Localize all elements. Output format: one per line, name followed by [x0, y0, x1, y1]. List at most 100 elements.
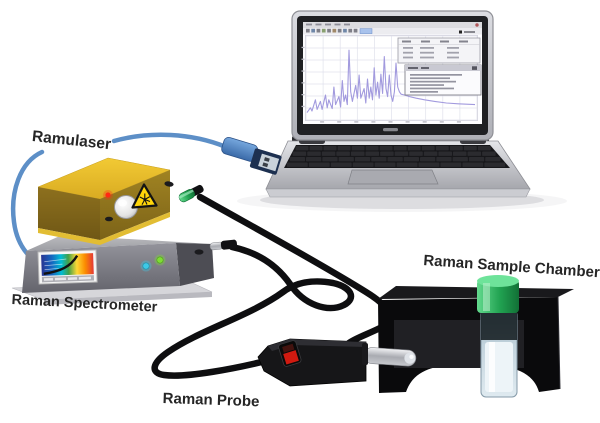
x-tick-label-bar	[320, 121, 325, 123]
key	[308, 162, 330, 167]
spectrum-trace	[306, 49, 476, 113]
overlay-panel-list[interactable]	[404, 64, 482, 96]
laser-warning-icon	[131, 183, 158, 209]
laser-fiber-port	[164, 181, 174, 187]
key	[468, 157, 485, 162]
key	[440, 162, 462, 167]
panel-close-icon[interactable]	[472, 66, 477, 70]
key	[309, 146, 323, 151]
panel-cell-bar	[403, 51, 413, 54]
legend-marker-icon	[459, 30, 462, 34]
trackpad[interactable]	[347, 169, 439, 185]
key	[418, 162, 440, 167]
toolbar-icon	[321, 28, 326, 33]
key	[435, 146, 449, 151]
x-tick-label-bar	[439, 121, 444, 123]
laptop	[237, 10, 567, 212]
key	[338, 157, 354, 162]
key	[421, 146, 435, 151]
key	[485, 157, 501, 162]
key	[371, 157, 387, 162]
key	[452, 157, 468, 162]
key	[321, 151, 336, 156]
key	[467, 151, 482, 156]
key	[380, 151, 394, 156]
fiber-cable-laser	[196, 193, 393, 347]
legend-text-bar	[464, 31, 475, 33]
panel-line-bar	[410, 84, 444, 86]
window-close-icon[interactable]	[475, 23, 479, 27]
toolbar-icon	[353, 28, 358, 33]
x-tick-label-bar	[456, 121, 461, 123]
x-tick-label-bar	[371, 121, 376, 123]
menu-item-bar	[306, 23, 312, 26]
key	[351, 146, 365, 151]
usb-metal-contact	[258, 153, 280, 172]
probe-tip-collar	[362, 343, 368, 365]
key	[307, 151, 321, 156]
key	[337, 146, 351, 151]
window-menu-items[interactable]	[306, 23, 350, 26]
toolbar-active-button[interactable]	[359, 28, 373, 34]
key	[379, 146, 393, 151]
label-raman-probe: Raman Probe	[162, 390, 260, 411]
chart-axis-ticks	[301, 46, 461, 123]
usb-pin-slot	[262, 162, 269, 168]
key	[436, 157, 452, 162]
laser-aux-port	[105, 216, 113, 222]
key	[449, 146, 463, 151]
y-tick-label-bar	[301, 70, 305, 72]
menu-item-bar	[325, 23, 331, 26]
spectrometer-right-face	[176, 243, 214, 286]
x-tick-label-bar	[405, 121, 410, 123]
key	[423, 151, 438, 156]
panel-cell-bar	[403, 56, 413, 59]
panel-header-bar	[459, 40, 468, 43]
key	[306, 157, 322, 162]
fiber-connector-silver	[209, 239, 238, 251]
key	[438, 151, 452, 156]
keyboard-keys[interactable]	[286, 146, 506, 167]
status-led-green	[156, 256, 164, 264]
menu-item-bar	[344, 23, 350, 26]
key	[463, 146, 477, 151]
key	[396, 162, 418, 167]
overlay-panel-settings[interactable]	[397, 37, 481, 64]
fiber-connector-green	[178, 184, 204, 203]
key	[336, 151, 350, 156]
key	[354, 157, 371, 162]
key	[482, 151, 496, 156]
key	[365, 146, 379, 151]
key	[403, 157, 419, 162]
x-tick-label-bar	[354, 121, 359, 123]
usb-pin-slot	[263, 157, 270, 162]
window-toolbar	[303, 28, 482, 35]
spectra-app-window	[301, 22, 482, 123]
toolbar-icons[interactable]	[306, 28, 358, 33]
key	[374, 162, 396, 167]
usb-connector	[221, 136, 282, 175]
status-led-cyan	[142, 262, 150, 270]
panel-header-bar	[440, 40, 449, 43]
fiber-cable-spectrometer	[151, 243, 355, 379]
panel-cell-bar	[403, 47, 413, 49]
key	[286, 162, 308, 167]
sample-vial	[477, 275, 519, 398]
key	[292, 151, 307, 156]
toolbar-icon	[348, 28, 353, 33]
key	[330, 162, 352, 167]
vial-cap-highlight	[483, 283, 490, 311]
key	[407, 146, 421, 151]
toolbar-icon	[332, 28, 337, 33]
key	[393, 146, 407, 151]
keyboard[interactable]	[284, 145, 510, 168]
spectrum-logo	[37, 249, 98, 285]
laptop-logo	[383, 128, 398, 132]
panel-header-bar	[421, 40, 430, 43]
key	[484, 162, 506, 167]
key	[409, 151, 423, 156]
toolbar-icon	[311, 28, 315, 33]
key	[394, 151, 409, 156]
